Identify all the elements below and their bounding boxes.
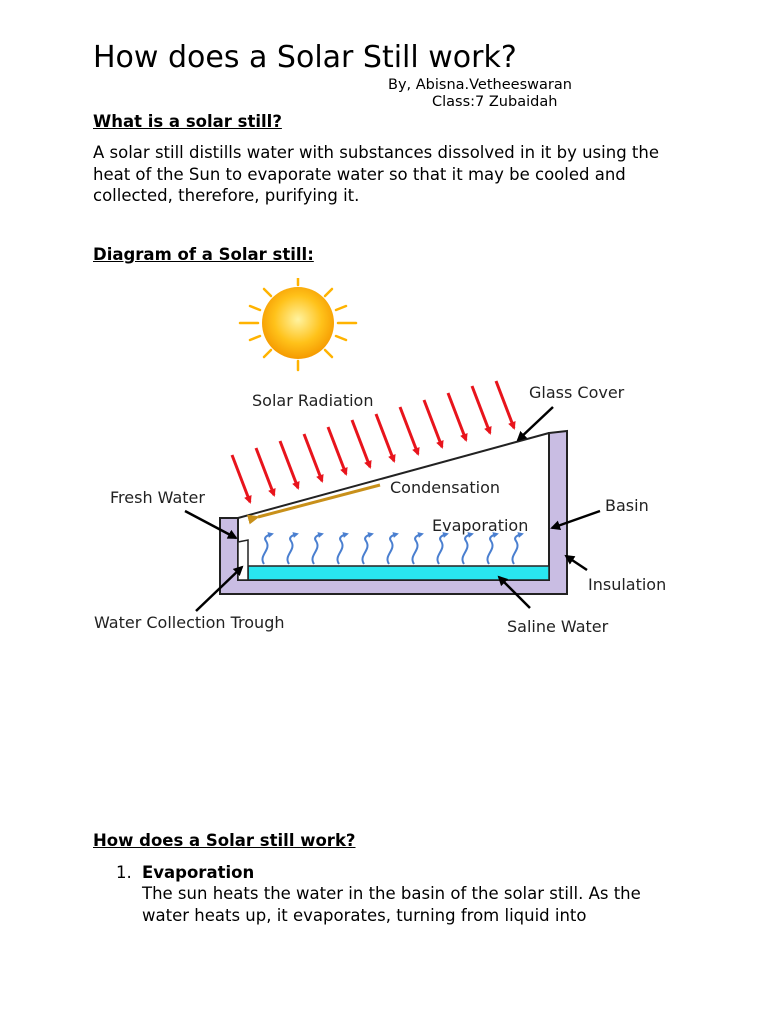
class-line: Class:7 Zubaidah (432, 94, 558, 110)
label-water-collection-trough: Water Collection Trough (94, 613, 284, 632)
label-glass-cover: Glass Cover (529, 383, 625, 402)
label-solar-radiation: Solar Radiation (252, 391, 373, 410)
section-heading-how-it-works: How does a Solar still work? (93, 831, 356, 850)
page-title: How does a Solar Still work? (93, 40, 517, 75)
label-evaporation: Evaporation (432, 516, 528, 535)
label-saline-water: Saline Water (507, 617, 609, 636)
author-byline: By, Abisna.Vetheeswaran (388, 77, 572, 93)
solar-still-diagram: Solar Radiation Glass Cover Fresh Water … (94, 278, 666, 636)
collection-trough (237, 539, 249, 581)
sun-icon (238, 278, 358, 372)
section-heading-diagram: Diagram of a Solar still: (93, 245, 314, 264)
label-condensation: Condensation (390, 478, 500, 497)
glass-cover (237, 432, 550, 519)
evaporation-arrows (261, 532, 524, 565)
section-paragraph-definition: A solar still distills water with substa… (93, 143, 659, 205)
condensation-arrow (247, 483, 381, 525)
section-heading-what-is: What is a solar still? (93, 112, 282, 131)
list-item-text: The sun heats the water in the basin of … (142, 884, 641, 925)
label-insulation: Insulation (588, 575, 666, 594)
solar-radiation-arrows (230, 380, 516, 504)
label-basin: Basin (605, 496, 649, 515)
list-item-title: Evaporation (142, 863, 255, 882)
label-fresh-water: Fresh Water (110, 488, 205, 507)
saline-water (247, 565, 550, 581)
list-item-number: 1. (116, 863, 132, 882)
label-pointer-arrows (184, 406, 601, 612)
